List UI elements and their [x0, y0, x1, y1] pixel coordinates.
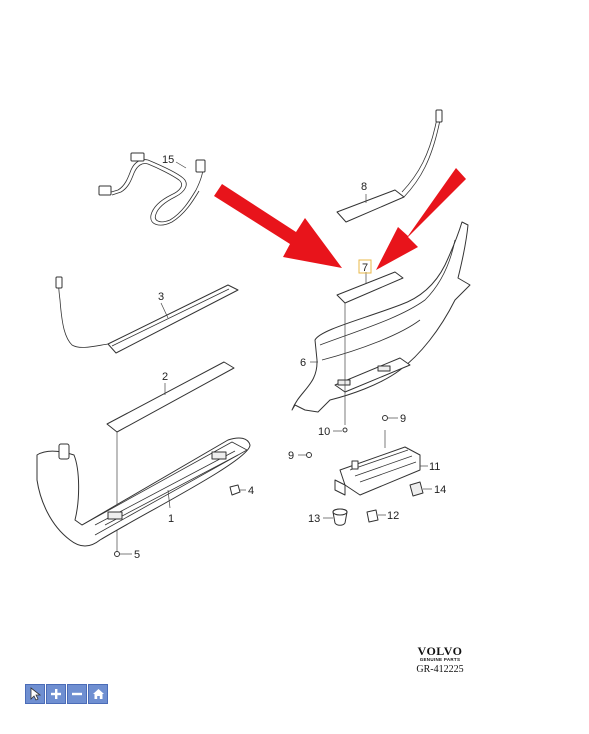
cursor-icon — [30, 687, 41, 701]
callout-5: 5 — [134, 549, 140, 561]
callout-13: 13 — [308, 513, 320, 525]
red-arrow-left — [214, 184, 342, 268]
screw-part-5 — [114, 551, 132, 557]
diagram-reference: GR-412225 — [416, 664, 464, 675]
home-button[interactable] — [88, 684, 108, 704]
sill-cover-part-2 — [106, 361, 235, 552]
callout-8: 8 — [361, 181, 367, 193]
clip-part-4 — [229, 484, 246, 496]
plus-icon — [51, 689, 61, 699]
screw-part-9-upper — [382, 415, 398, 421]
brand-block: VOLVO GENUINE PARTS GR-412225 — [405, 645, 475, 677]
callout-6: 6 — [300, 357, 306, 369]
select-button[interactable] — [25, 684, 45, 704]
bracket-part-11 — [334, 430, 428, 496]
callout-2: 2 — [162, 371, 168, 383]
home-icon — [92, 689, 104, 699]
callout-3: 3 — [158, 291, 164, 303]
screw-part-10 — [333, 427, 348, 433]
zoom-out-button[interactable] — [67, 684, 87, 704]
clip-part-12 — [366, 509, 386, 523]
callout-12: 12 — [387, 510, 399, 522]
sill-strip-part-3 — [55, 276, 239, 354]
callout-11: 11 — [429, 461, 440, 473]
callout-1: 1 — [168, 513, 174, 525]
callout-9-upper: 9 — [400, 413, 406, 425]
wiring-harness-part — [98, 152, 206, 226]
side-panel-part-6 — [291, 221, 471, 413]
trim-strip-part-8 — [336, 109, 443, 223]
viewer-toolbar — [25, 684, 108, 704]
brand-logo: VOLVO — [417, 644, 463, 658]
callout-15: 15 — [162, 154, 174, 166]
grommet-part-13 — [323, 508, 348, 526]
callout-9-lower: 9 — [288, 450, 294, 462]
callout-7: 7 — [362, 262, 368, 274]
minus-icon — [72, 692, 82, 696]
scuff-plate-part-1 — [36, 437, 251, 547]
callout-14: 14 — [434, 484, 446, 496]
screw-part-9-lower — [298, 452, 312, 458]
brand-subtitle: GENUINE PARTS — [419, 657, 461, 662]
callout-4: 4 — [248, 485, 254, 497]
trim-strip-part-7 — [336, 259, 404, 425]
red-arrow-right — [376, 168, 466, 270]
callout-10: 10 — [318, 426, 330, 438]
clip-part-14 — [409, 481, 432, 497]
zoom-in-button[interactable] — [46, 684, 66, 704]
